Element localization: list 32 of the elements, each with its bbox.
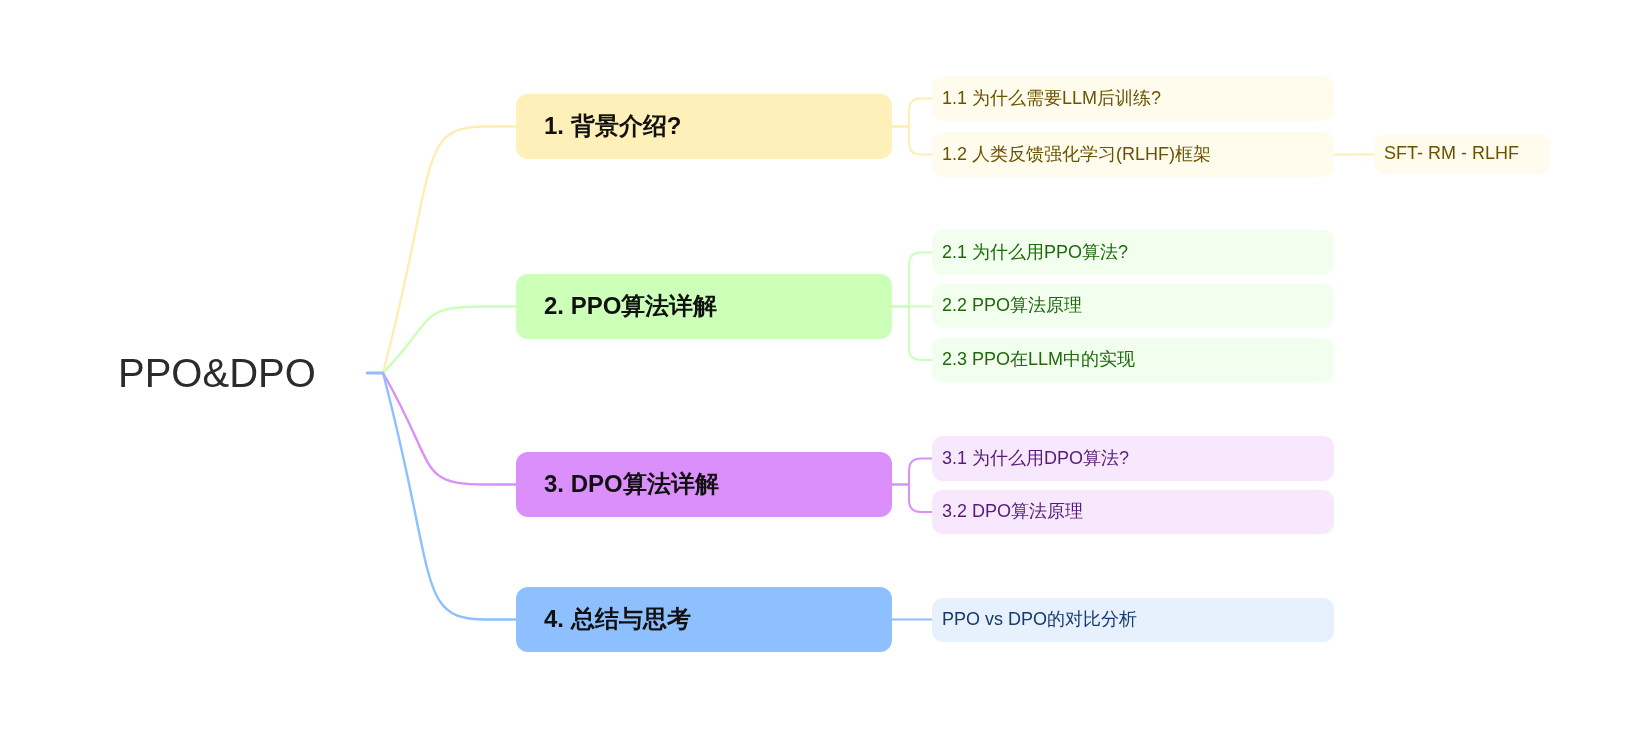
branch-line — [891, 125, 933, 156]
subtopic-box — [1374, 134, 1550, 174]
subtopic-text: 3.2 DPO算法原理 — [942, 501, 1085, 523]
branch-line — [1333, 153, 1375, 156]
subtopic-box — [932, 132, 1334, 177]
subtopic-box — [932, 436, 1334, 481]
subtopic-text: 3.1 为什么用DPO算法? — [942, 447, 1131, 470]
subtopic-box — [932, 598, 1334, 642]
subtopic-text: PPO vs DPO的对比分析 — [942, 609, 1139, 631]
main-topic-box — [516, 587, 892, 652]
branch-line — [891, 618, 933, 621]
subtopic-box — [932, 490, 1334, 534]
subtopic-box — [932, 338, 1334, 382]
subtopic-box — [932, 230, 1334, 275]
main-topic-box — [516, 94, 892, 159]
subtopic-text: 1.2 人类反馈强化学习(RLHF)框架 — [942, 143, 1212, 166]
main-topic-text: 2. PPO算法详解 — [544, 292, 719, 321]
subtopic-box — [932, 76, 1334, 121]
main-topic-box — [516, 452, 892, 517]
main-topic-text: 3. DPO算法详解 — [544, 470, 720, 499]
subtopic-text: 2.2 PPO算法原理 — [942, 295, 1084, 317]
subtopic-text: 2.1 为什么用PPO算法? — [942, 241, 1130, 264]
subtopic-text: 2.3 PPO在LLM中的实现 — [942, 349, 1137, 371]
branch-line — [891, 305, 933, 361]
subtopic-box — [932, 284, 1334, 328]
main-topic-text: 1. 背景介绍? — [544, 112, 683, 141]
branch-line — [365, 371, 518, 621]
main-topic-text: 4. 总结与思考 — [544, 605, 692, 634]
main-topic-box — [516, 274, 892, 339]
subtopic-text: SFT- RM - RLHF — [1384, 143, 1520, 165]
subtopic-text: 1.1 为什么需要LLM后训练? — [942, 87, 1163, 110]
central-topic-text: PPO&DPO — [118, 350, 316, 397]
